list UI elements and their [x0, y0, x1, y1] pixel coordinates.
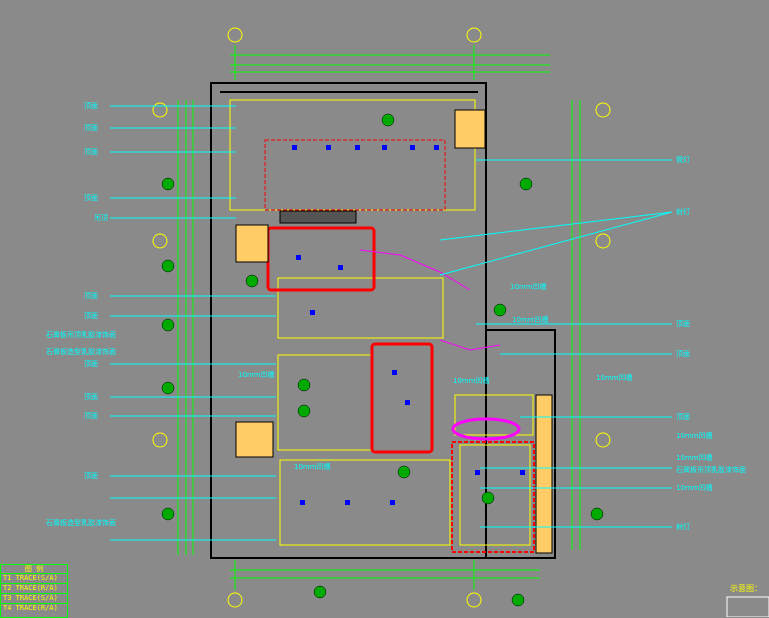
note-label: 石膏板吊顶乳胶漆饰面	[676, 466, 746, 474]
magenta-routing	[359, 249, 521, 441]
walls	[210, 82, 556, 559]
callout-label: 顶面	[676, 413, 690, 421]
groove-note: 10mm凹槽	[510, 283, 547, 291]
grid-bubble	[227, 27, 243, 43]
leader-lines	[110, 105, 673, 541]
callout-label: 顶面	[84, 360, 98, 368]
section-marks	[161, 113, 604, 607]
groove-note: 10mm凹槽	[512, 316, 549, 324]
hatch-band	[279, 210, 357, 224]
key-plan-frame	[726, 596, 769, 617]
callout-label: 顶面	[84, 102, 98, 110]
grid-bubble	[595, 102, 611, 118]
callout-label: 顶面	[84, 412, 98, 420]
legend-header: 图 例	[1, 565, 67, 574]
groove-note: 10mm凹槽	[676, 454, 713, 462]
callout-label: 顶面	[676, 320, 690, 328]
groove-note: 10mm凹槽	[294, 463, 331, 471]
grid-bubbles	[152, 27, 611, 608]
grid-bubble	[152, 432, 168, 448]
legend-row: T2 TRACE(R/A)	[1, 584, 67, 594]
grid-bubble	[466, 592, 482, 608]
legend-row: T3 TRACE(S/A)	[1, 594, 67, 604]
callout-label: 顶面	[84, 393, 98, 401]
callout-label: 顶面	[84, 148, 98, 156]
legend-row: T4 TRACE(R/A)	[3, 604, 58, 612]
note-label: 石膏板吊顶乳胶漆饰面	[46, 331, 116, 339]
callout-label: 顶面	[84, 472, 98, 480]
legend-row: T1 TRACE(S/A)	[1, 574, 67, 584]
grid-bubble	[227, 592, 243, 608]
grid-bubble	[152, 102, 168, 118]
grid-bubble	[595, 432, 611, 448]
groove-note: 10mm凹槽	[676, 432, 713, 440]
column-hatches	[235, 109, 553, 554]
callout-label: 顶面	[84, 194, 98, 202]
groove-note: 10mm凹槽	[596, 374, 633, 382]
legend-table: 图 例 T1 TRACE(S/A) T2 TRACE(R/A) T3 TRACE…	[0, 564, 68, 618]
callout-label: 顶面	[84, 312, 98, 320]
note-label: 石膏板造型乳胶漆饰面	[46, 519, 116, 527]
light-fixtures	[292, 145, 525, 505]
note-label: 石膏板造型乳胶漆饰面	[46, 348, 116, 356]
grid-bubble	[152, 233, 168, 249]
callout-label: 顶面	[676, 350, 690, 358]
dimension-lines	[177, 45, 581, 590]
grid-bubble	[595, 233, 611, 249]
callout-label: 顶面	[84, 124, 98, 132]
callout-label: 射灯	[676, 208, 690, 216]
groove-note: 10mm凹槽	[676, 484, 713, 492]
note-label: 射灯	[676, 523, 690, 531]
callout-label: 筒灯	[676, 156, 690, 164]
grid-bubble	[466, 27, 482, 43]
groove-note: 10mm凹槽	[453, 377, 490, 385]
callout-label: 吊顶	[94, 214, 108, 222]
callout-label: 顶面	[84, 292, 98, 300]
key-plan-title: 示意图：	[730, 584, 762, 593]
groove-note: 10mm凹槽	[238, 371, 275, 379]
